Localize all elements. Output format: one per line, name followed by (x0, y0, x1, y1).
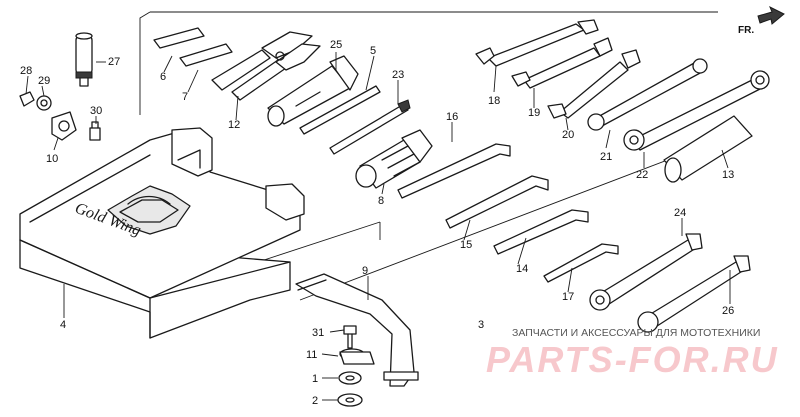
callout-19: 19 (528, 107, 540, 119)
watermark-site: PARTS-FOR.RU (486, 339, 779, 380)
callout-16: 16 (446, 111, 458, 123)
callout-3: 3 (478, 319, 484, 331)
callout-27: 27 (108, 56, 120, 68)
small-fasteners (19, 91, 101, 141)
callout-29: 29 (38, 75, 50, 87)
callout-22: 22 (636, 169, 648, 181)
callout-17: 17 (562, 291, 574, 303)
arrow-right-icon (757, 5, 785, 25)
callout-25: 25 (330, 39, 342, 51)
callout-numbers: 27 28 29 30 10 6 7 12 25 5 23 16 8 15 14… (20, 39, 734, 407)
long-wrenches (589, 233, 751, 333)
callout-24: 24 (674, 207, 686, 219)
front-direction-indicator: FR. (738, 5, 785, 36)
strips (153, 27, 233, 67)
open-end-wrenches (475, 19, 641, 119)
callout-12: 12 (228, 119, 240, 131)
callout-6: 6 (160, 71, 166, 83)
plug-wrench (267, 55, 359, 127)
bolt-and-washers (337, 325, 375, 407)
callout-31: 31 (312, 327, 324, 339)
callout-21: 21 (600, 151, 612, 163)
frame-lines (139, 11, 721, 301)
tool-case: Gold Wing (19, 127, 305, 339)
callout-26: 26 (722, 305, 734, 317)
callout-10: 10 (46, 153, 58, 165)
callout-8: 8 (378, 195, 384, 207)
callout-30: 30 (90, 105, 102, 117)
strap (295, 273, 419, 387)
callout-7: 7 (182, 91, 188, 103)
pin-27 (75, 32, 93, 87)
leader-lines (25, 52, 731, 401)
callout-15: 15 (460, 239, 472, 251)
callout-18: 18 (488, 95, 500, 107)
callout-1: 1 (312, 373, 318, 385)
pliers (211, 31, 321, 101)
callout-5: 5 (370, 45, 376, 57)
watermark-caption: ЗАПЧАСТИ И АКСЕССУАРЫ ДЛЯ МОТОТЕХНИКИ (512, 327, 760, 339)
callout-14: 14 (516, 263, 528, 275)
callout-23: 23 (392, 69, 404, 81)
callout-9: 9 (362, 265, 368, 277)
callout-13: 13 (722, 169, 734, 181)
callout-2: 2 (312, 395, 318, 407)
callout-20: 20 (562, 129, 574, 141)
ring-wrenches (587, 58, 770, 151)
hex-keys (397, 143, 619, 283)
bar-and-driver (299, 85, 411, 155)
grip-sleeve (663, 115, 753, 183)
direction-label: FR. (738, 25, 754, 36)
callout-4: 4 (60, 319, 66, 331)
callout-28: 28 (20, 65, 32, 77)
watermark: ЗАПЧАСТИ И АКСЕССУАРЫ ДЛЯ МОТОТЕХНИКИ PA… (486, 327, 779, 380)
screwdriver-handle (355, 129, 433, 189)
callout-11: 11 (306, 349, 317, 361)
